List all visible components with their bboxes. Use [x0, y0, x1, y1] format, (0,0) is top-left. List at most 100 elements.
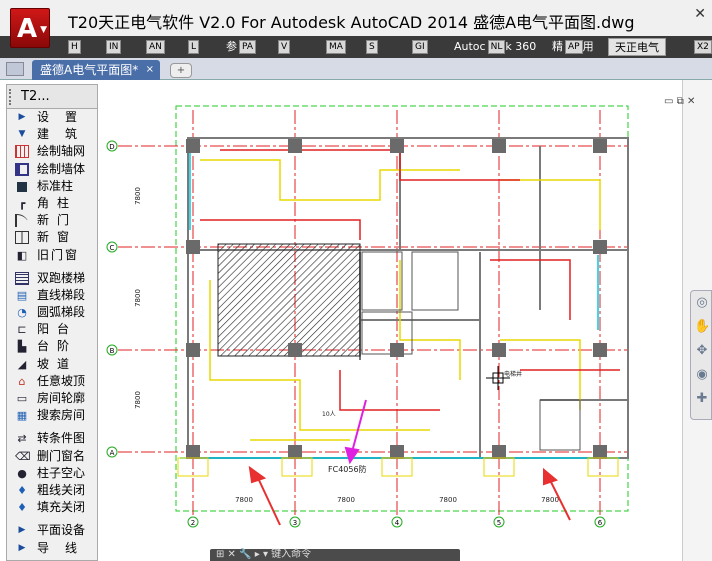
axis-label-row: C [110, 244, 115, 252]
new-tab-button[interactable]: + [170, 63, 192, 78]
keytip-badge: V [278, 40, 291, 54]
drawing-annotation: 10人 [322, 411, 336, 418]
panel-item-7[interactable]: 新窗 [7, 229, 97, 246]
panel-item-label: 删门窗名 [37, 448, 86, 463]
ribbon-tab-7[interactable]: S [364, 38, 378, 56]
chevron-down-icon: ▼ [40, 25, 47, 35]
keytip-badge: PA [239, 40, 257, 54]
panel-item-17[interactable]: ▦搜索房间 [7, 407, 97, 424]
panel-item-0[interactable]: ▶设置 [7, 109, 97, 126]
room-outline-icon: ▭ [16, 392, 28, 405]
panel-item-3[interactable]: 绘制墙体 [7, 161, 97, 178]
ribbon-tab-11[interactable]: 天正电气 [608, 38, 666, 56]
panel-header: T2... [7, 85, 97, 109]
orbit-icon[interactable]: ◉ [696, 367, 708, 382]
window-title: T20天正电气软件 V2.0 For Autodesk AutoCAD 2014… [68, 13, 635, 32]
axis-label-col: 4 [395, 519, 400, 527]
panel-item-4[interactable]: 标准柱 [7, 178, 97, 195]
ribbon-tab-1[interactable]: IN [104, 38, 122, 56]
keytip-badge: H [68, 40, 81, 54]
panel-item-13[interactable]: ▙台阶 [7, 338, 97, 355]
panel-item-23[interactable]: ▶ 平面设备 [7, 522, 97, 539]
axis-bubble-row [106, 140, 118, 152]
panel-item-6[interactable]: 新门 [7, 212, 97, 229]
ribbon-tab-8[interactable]: GI [410, 38, 428, 56]
axis-bubble-row [106, 241, 118, 253]
panel-item-5[interactable]: ┏角柱 [7, 195, 97, 212]
panel-title: T2... [21, 89, 50, 104]
panel-item-24[interactable]: ▶导线 [7, 540, 97, 557]
menu-bar-icon[interactable] [6, 62, 24, 76]
door-icon [15, 214, 29, 228]
axis-label-row: A [110, 449, 115, 457]
panel-item-8[interactable]: ◧旧门窗 [7, 247, 97, 264]
keytip-badge: AP [565, 40, 583, 54]
axis-label-row: B [110, 347, 115, 355]
balcony-icon: ⊏ [17, 323, 27, 337]
showmotion-icon[interactable]: ✚ [696, 391, 708, 406]
dimension-label-h: 7800 [439, 496, 457, 504]
tab-drawing-label: 盛德A电气平面图* [40, 63, 139, 77]
viewport-controls[interactable]: ▭ ⧉ ✕ [664, 96, 696, 107]
delete-name-icon: ⌫ [15, 449, 31, 463]
panel-item-2[interactable]: 绘制轴网 [7, 143, 97, 160]
panel-item-label: 设置 [37, 110, 94, 124]
ribbon-tab-12[interactable]: X2 [692, 38, 712, 56]
axis-bubble-col [187, 516, 199, 528]
panel-item-16[interactable]: ▭ 房间轮廓 [7, 390, 97, 407]
panel-item-10[interactable]: ▤直线梯段 [7, 287, 97, 304]
panel-item-14[interactable]: ◢坡道 [7, 356, 97, 373]
ribbon-tab-5[interactable]: V [276, 38, 291, 56]
convert-icon: ⇄ [17, 432, 27, 446]
axis-grid-icon [15, 145, 29, 159]
close-icon[interactable]: ✕ [694, 6, 706, 22]
drag-handle-icon[interactable] [9, 89, 15, 105]
corner-column-icon: ┏ [18, 196, 26, 210]
command-line[interactable]: ⊞ ✕ 🔧 ▸ ▾ 键入命令 [210, 549, 460, 561]
panel-item-9[interactable]: 双跑楼梯 [7, 270, 97, 287]
panel-item-1[interactable]: ▼建筑 [7, 126, 97, 143]
zoom-icon[interactable]: ✥ [696, 343, 708, 358]
panel-item-label: 建筑 [37, 127, 94, 142]
ribbon-tab-0[interactable]: H [66, 38, 81, 56]
panel-item-label: 标准柱 [37, 178, 74, 193]
ribbon-tab-6[interactable]: MA [324, 38, 346, 56]
arc-stair-icon: ◔ [17, 306, 27, 320]
application-menu-button[interactable]: A ▼ [10, 8, 50, 48]
navigation-bar[interactable]: ◎ ✋ ✥ ◉ ✚ [690, 290, 712, 420]
steering-wheel-icon[interactable]: ◎ [696, 295, 708, 310]
panel-item-21[interactable]: ♦粗线关闭 [7, 482, 97, 499]
axis-bubble-col [493, 516, 505, 528]
close-icon[interactable]: × [145, 64, 154, 75]
panel-item-19[interactable]: ⌫ 删门窗名 [7, 448, 97, 465]
panel-item-20[interactable]: ●柱子空心 [7, 465, 97, 482]
tab-drawing[interactable]: 盛德A电气平面图* × [32, 60, 160, 80]
keytip-badge: IN [106, 40, 122, 54]
panel-item-label: 柱子空心 [37, 465, 86, 480]
pan-icon[interactable]: ✋ [694, 319, 711, 334]
ribbon-tab-2[interactable]: AN [144, 38, 165, 56]
axis-label-col: 6 [598, 519, 603, 527]
dimension-label-h: 7800 [541, 496, 559, 504]
ribbon-tab-label: Autoc [454, 40, 486, 53]
panel-item-18[interactable]: ⇄转条件图 [7, 430, 97, 447]
panel-item-22[interactable]: ♦填充关闭 [7, 499, 97, 516]
dimension-label-v: 7800 [134, 187, 142, 205]
ribbon-tab-label: 天正电气 [615, 41, 659, 54]
panel-item-label: 房间轮廓 [37, 391, 86, 405]
panel-item-label: 平面设备 [37, 523, 86, 538]
triangle-right-icon: ▶ [18, 525, 26, 536]
panel-item-12[interactable]: ⊏阳台 [7, 321, 97, 338]
axis-bubble-col [289, 516, 301, 528]
panel-item-11[interactable]: ◔圆弧梯段 [7, 304, 97, 321]
panel-item-label: 绘制轴网 [37, 144, 86, 159]
axis-bubble-row [106, 446, 118, 458]
panel-item-15[interactable]: ⌂任意坡顶 [7, 373, 97, 390]
ribbon-tab-3[interactable]: L [186, 38, 200, 56]
